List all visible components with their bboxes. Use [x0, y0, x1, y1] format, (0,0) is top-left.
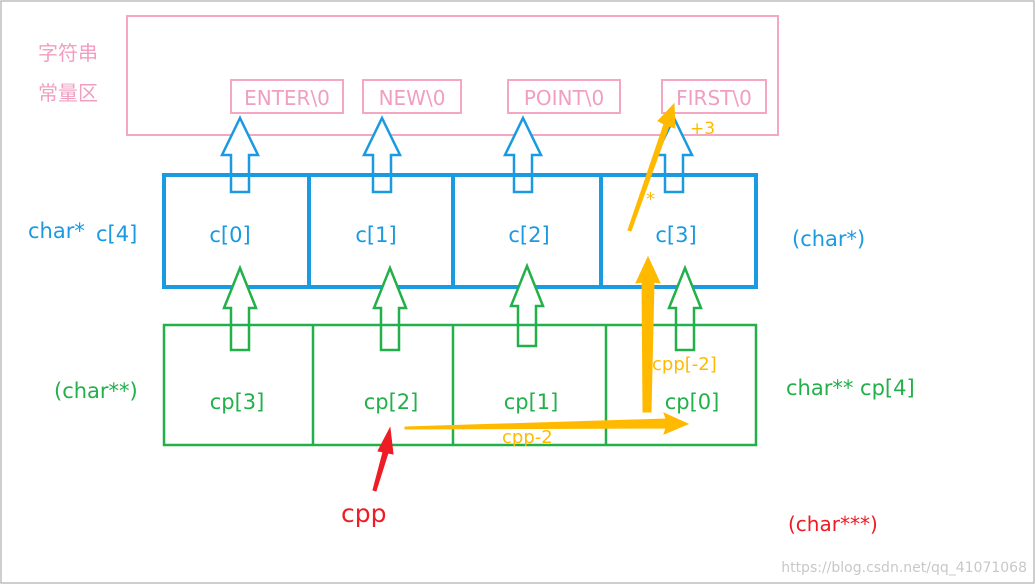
cpp-label: cpp	[341, 499, 386, 528]
blue-arrow-c3	[654, 115, 694, 194]
blue-arrow-c0	[220, 115, 260, 194]
const-region-box	[126, 15, 779, 136]
orange-arrow-deref-plus-3	[627, 102, 676, 232]
annotation-plus-3: +3	[690, 119, 715, 139]
annotation-deref: *	[646, 189, 655, 210]
annotation-cpp-index: cpp[-2]	[652, 354, 717, 375]
green-arrow-cp3	[222, 264, 258, 352]
cp-array-box	[162, 323, 758, 447]
cpp-type-label: (char***)	[788, 512, 878, 536]
cp-element-type-label: (char**)	[54, 379, 138, 403]
string-literal-text: FIRST\0	[676, 86, 752, 110]
string-literal-text: POINT\0	[524, 86, 604, 110]
orange-arrow-cpp-minus-2	[404, 412, 690, 435]
c-array-type-label: char*	[28, 219, 85, 243]
orange-arrow-cpp-index	[635, 255, 661, 413]
const-region-label-line1: 字符串	[38, 41, 98, 65]
string-literal-point: POINT\0	[507, 79, 621, 114]
string-literal-enter: ENTER\0	[230, 79, 344, 114]
green-arrow-cp1	[509, 262, 545, 348]
green-arrow-cp2	[372, 264, 408, 352]
c-cell-0: c[0]	[209, 223, 250, 247]
string-literal-first: FIRST\0	[661, 79, 767, 114]
c-cell-2: c[2]	[508, 223, 549, 247]
c-array-name-label: c[4]	[96, 222, 137, 246]
cp-cell-2: cp[1]	[504, 390, 559, 414]
c-array-box	[162, 173, 758, 289]
c-cell-1: c[1]	[355, 223, 396, 247]
watermark: https://blog.csdn.net/qq_41071068	[781, 560, 1027, 576]
annotation-cpp-minus-2: cpp-2	[502, 427, 553, 448]
const-region-label-line2: 常量区	[38, 81, 98, 105]
blue-arrow-c1	[362, 115, 402, 194]
cp-cell-0: cp[3]	[210, 390, 265, 414]
string-literal-new: NEW\0	[362, 79, 462, 114]
string-literal-text: NEW\0	[379, 86, 446, 110]
red-arrow-cpp	[372, 426, 394, 492]
green-arrow-cp0	[667, 264, 703, 352]
cp-array-decl-label: char** cp[4]	[786, 376, 915, 400]
cp-cell-1: cp[2]	[364, 390, 419, 414]
string-literal-text: ENTER\0	[244, 86, 330, 110]
cp-cell-3: cp[0]	[665, 390, 720, 414]
blue-arrow-c2	[503, 115, 543, 194]
c-element-type-label: (char*)	[792, 227, 865, 251]
c-cell-3: c[3]	[655, 223, 696, 247]
